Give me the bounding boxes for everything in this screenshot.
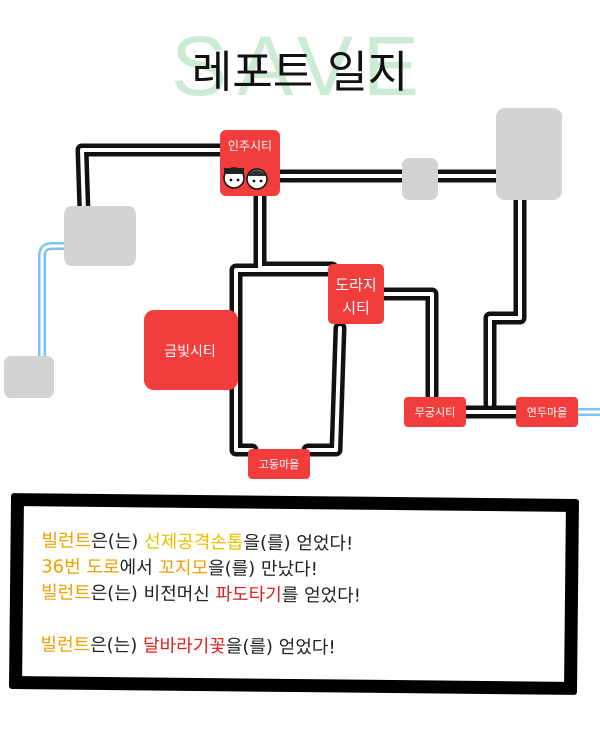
unknown-location[interactable] (402, 158, 438, 200)
log-segment: 빌런트 (40, 582, 91, 604)
log-segment: 선제공격손톱 (144, 531, 244, 554)
city-doraji[interactable]: 도라지 시티 (328, 264, 384, 324)
city-yeondu[interactable]: 연두마을 (516, 397, 578, 427)
city-label-godong: 고동마을 (259, 458, 299, 471)
log-segment: 을(를) 얻었다! (243, 532, 354, 555)
city-label-geumbit: 금빛시티 (164, 344, 216, 360)
city-godong[interactable]: 고동마을 (248, 449, 310, 479)
log-segment: 을(를) 얻었다! (225, 636, 336, 659)
unknown-location[interactable] (4, 356, 54, 398)
log-segment: 파도타기 (215, 584, 282, 606)
log-line: 빌런트은(는) 달바라기꽃을(를) 얻었다! (40, 632, 360, 661)
log-line: 36번 도로에서 꼬지모을(를) 만났다! (41, 554, 361, 583)
log-segment: 을(를) 만났다! (207, 558, 319, 581)
log-segment: 은(는) (90, 634, 144, 657)
city-geumbit[interactable]: 금빛시티 (144, 310, 238, 390)
city-label-injoo: 인주시티 (228, 139, 272, 153)
log-lines: 빌런트은(는) 선제공격손톱을(를) 얻었다!36번 도로에서 꼬지모을(를) … (40, 528, 361, 661)
log-segment: 에서 (119, 557, 159, 579)
land-routes (75, 143, 527, 457)
log-segment: 은(는) (91, 530, 145, 553)
log-line (41, 606, 361, 635)
page-title: 레포트 일지 (191, 47, 409, 98)
log-line: 빌런트은(는) 비전머신 파도타기를 얻었다! (41, 580, 361, 609)
title-area: SAVE 레포트 일지 (0, 18, 600, 113)
city-label-doraji-line2: 시티 (342, 299, 370, 317)
unknown-locations (4, 108, 562, 398)
log-line: 빌런트은(는) 선제공격손톱을(를) 얻었다! (41, 528, 361, 557)
unknown-location[interactable] (496, 108, 562, 200)
log-segment: 달바라기꽃 (142, 635, 226, 658)
city-mugung[interactable]: 무궁시티 (404, 397, 466, 427)
region-map: 인주시티 금빛시티 도라지 시티 무궁시티 연두마을 고동마을 (4, 108, 600, 479)
log-segment: 36번 도로 (41, 556, 120, 579)
city-label-doraji-line1: 도라지 (335, 276, 376, 294)
log-segment: 를 얻었다! (281, 584, 362, 607)
log-segment: 빌런트 (40, 634, 91, 656)
log-segment: 꼬지모 (158, 557, 209, 580)
city-label-mugung: 무궁시티 (415, 406, 455, 419)
player-duo-icon (223, 167, 268, 190)
save-watermark: SAVE (171, 19, 429, 113)
city-label-yeondu: 연두마을 (527, 406, 567, 419)
log-segment: 은(는) 비전머신 (90, 582, 216, 606)
log-segment: 빌런트 (41, 530, 92, 552)
city-injoo[interactable]: 인주시티 (220, 130, 280, 196)
unknown-location[interactable] (64, 206, 136, 266)
report-log-box: 빌런트은(는) 선제공격손톱을(를) 얻었다!36번 도로에서 꼬지모을(를) … (8, 493, 580, 695)
